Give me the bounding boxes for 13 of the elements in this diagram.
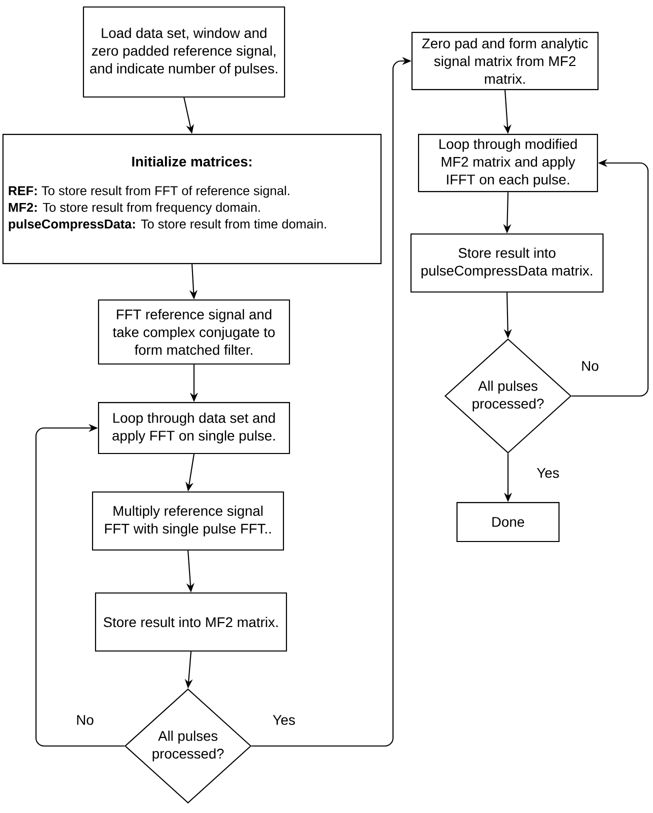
- process-box: Initialize matrices: REF: To store result from FFT of reference signal. MF2: To store result from frequency domain. pulseCompressData: To store result from time domain.: [2, 134, 382, 264]
- process-box: Loop through data set and apply FFT on single pulse.: [98, 402, 290, 454]
- process-box: Store result into MF2 matrix.: [95, 592, 287, 652]
- process-box: Load data set, window and zero padded reference signal, and indicate number of pulses.: [82, 6, 286, 98]
- process-box: Loop through modified MF2 matrix and apply IFFT on each pulse.: [418, 134, 598, 192]
- process-box: Done: [456, 502, 560, 542]
- process-box: Multiply reference signal FFT with single pulse FFT..: [92, 491, 284, 551]
- edge-label: No: [580, 360, 600, 372]
- process-box: FFT reference signal and take complex conjugate to form matched filter.: [98, 299, 290, 365]
- process-box: Store result into pulseCompressData matrix.: [410, 233, 604, 293]
- edge-label: No: [74, 714, 96, 726]
- process-box: Zero pad and form analytic signal matrix from MF2 matrix.: [411, 32, 599, 90]
- arrow: [35, 424, 124, 747]
